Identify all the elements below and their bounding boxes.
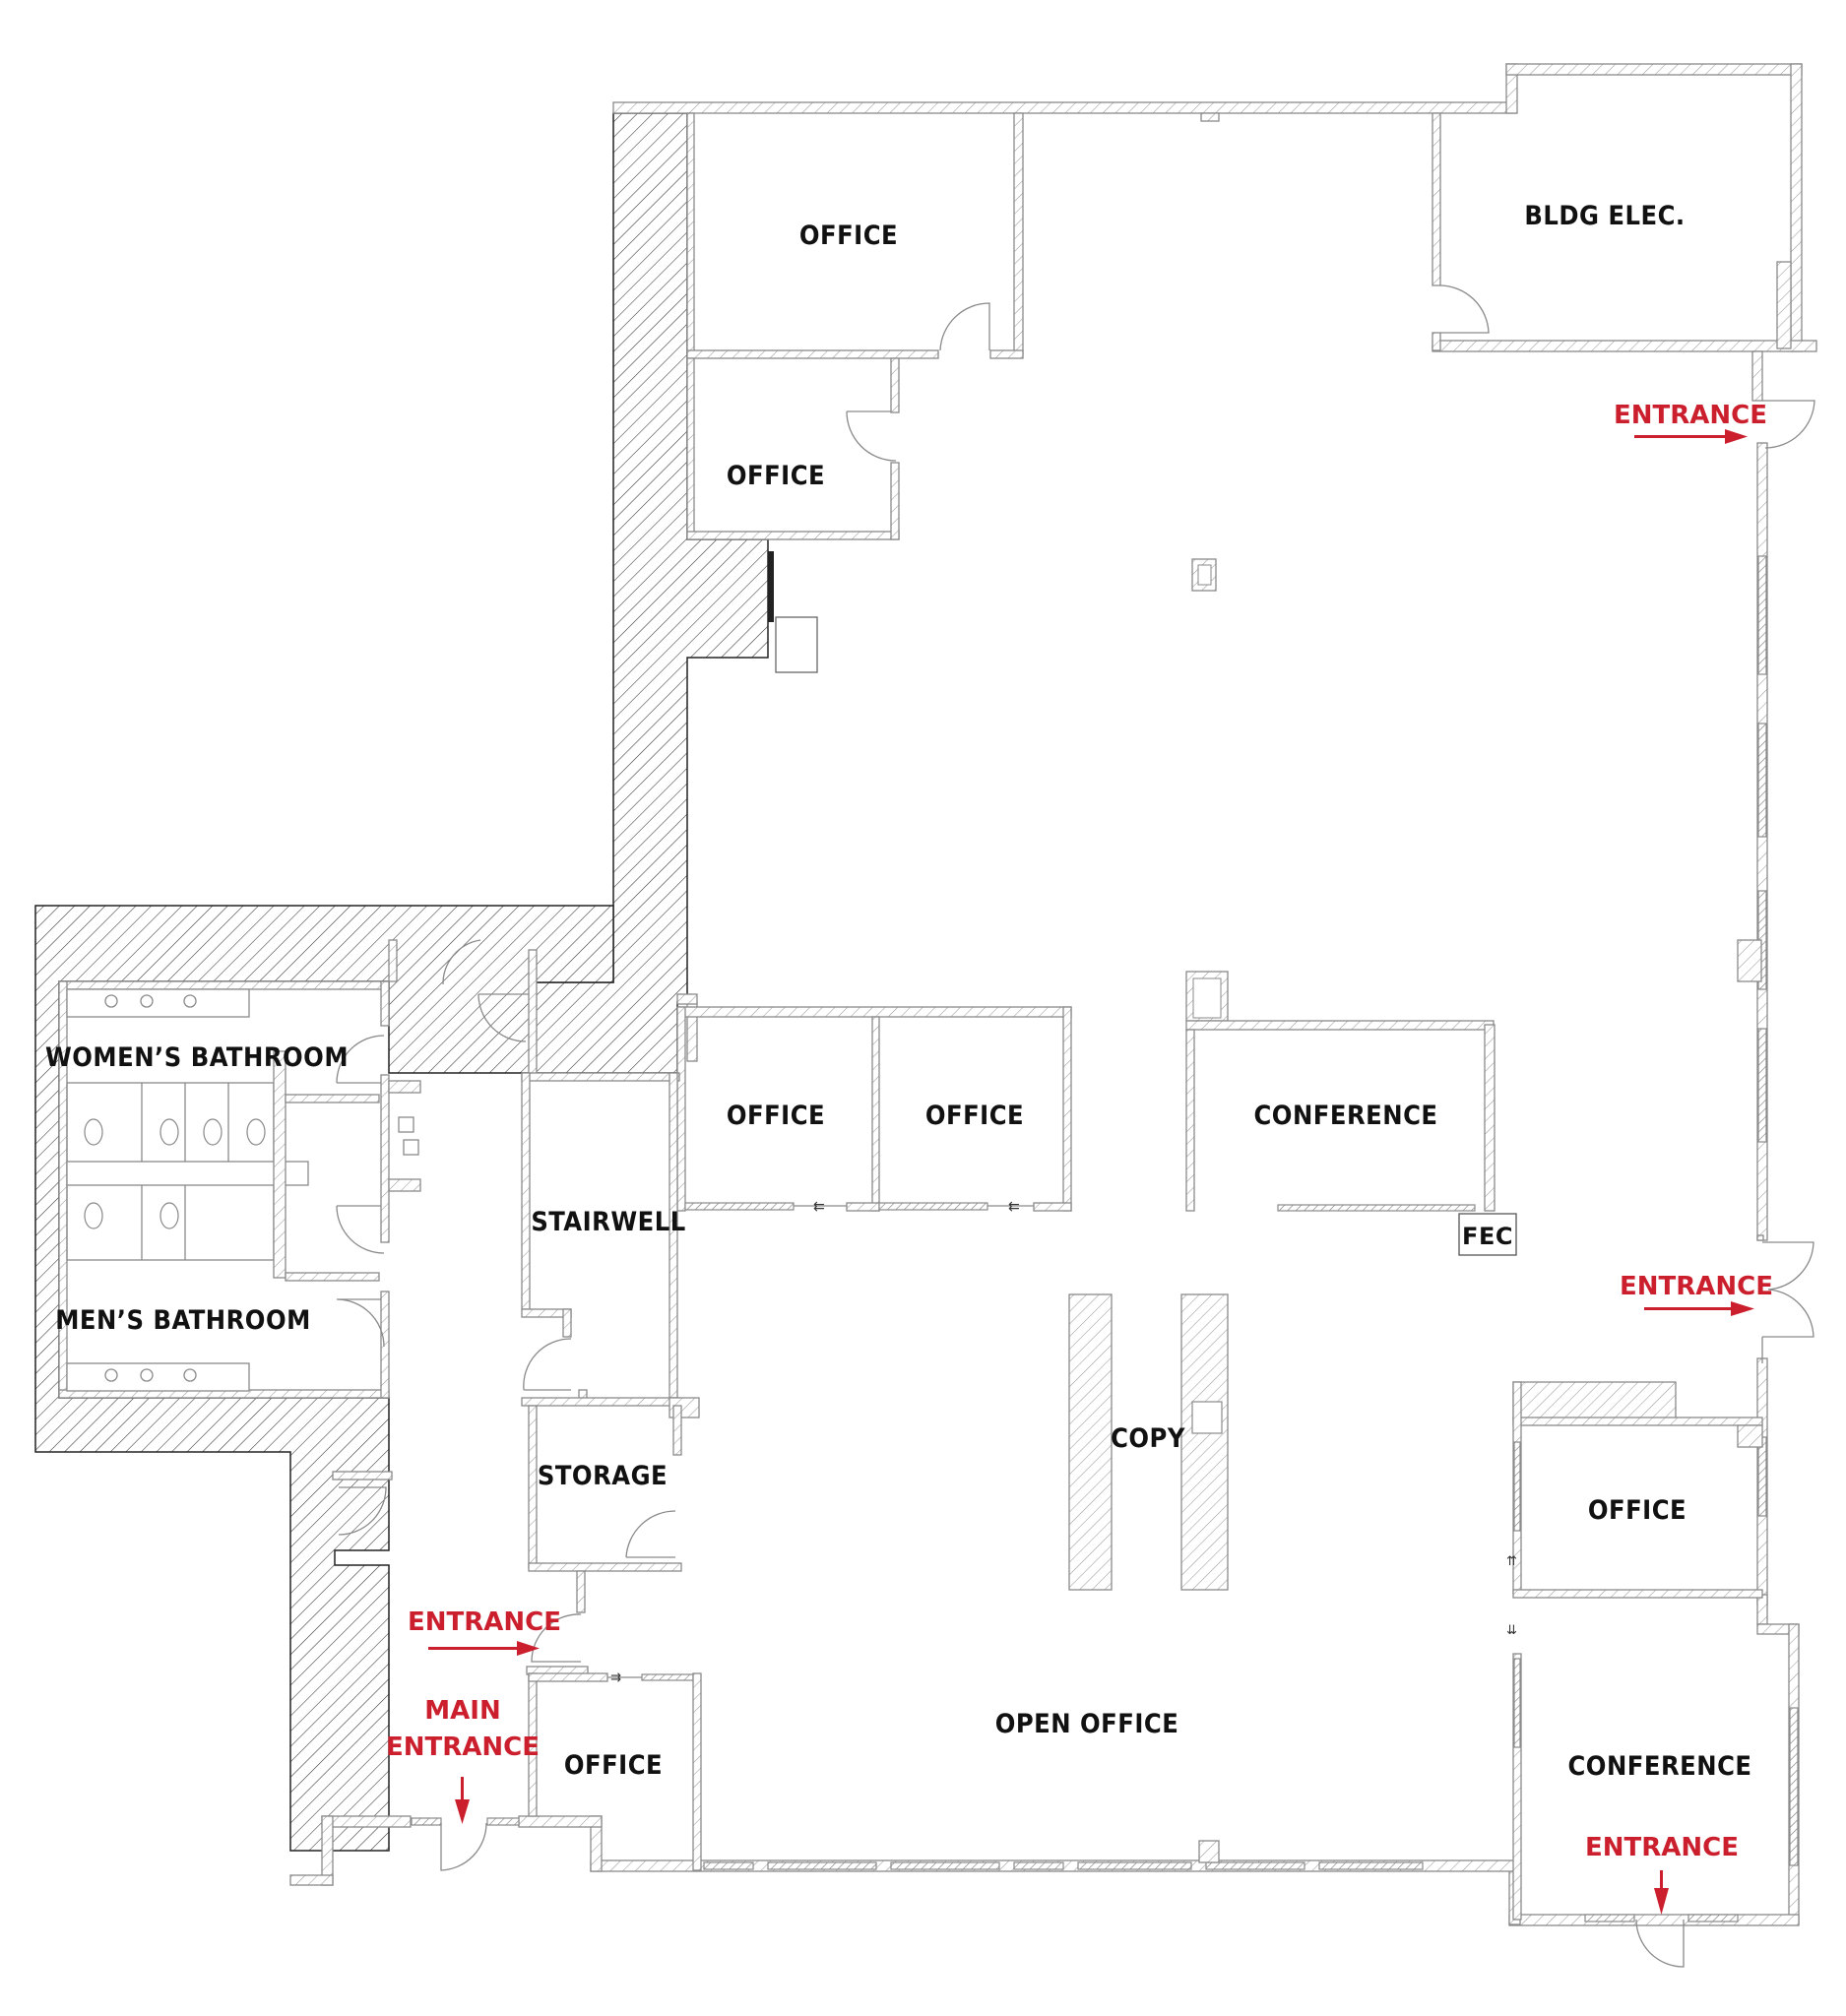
arrow-down-icon	[455, 1799, 470, 1824]
svg-text:⇉: ⇉	[610, 1670, 621, 1685]
panel-box	[768, 551, 774, 622]
stairwell-storage: ⇉	[332, 939, 702, 1871]
bldg-elec-walls	[1432, 112, 1792, 351]
svg-text:ENTRANCE: ENTRANCE	[1614, 401, 1767, 430]
room-label-office-mid-2: OFFICE	[925, 1101, 1024, 1131]
copy-walls	[1068, 1293, 1229, 1591]
svg-text:ENTRANCE: ENTRANCE	[386, 1732, 540, 1762]
exterior-walls	[289, 63, 1817, 1926]
arrow-down-icon	[1654, 1888, 1669, 1915]
room-label-office-right: OFFICE	[1588, 1495, 1687, 1526]
room-label-office-top-2: OFFICE	[727, 461, 825, 491]
office-top-2	[686, 357, 900, 540]
room-label-conference-mid: CONFERENCE	[1253, 1101, 1437, 1131]
svg-text:ENTRANCE: ENTRANCE	[1620, 1272, 1773, 1301]
entrance-markers: ENTRANCE ENTRANCE ENTRANCE MAIN ENTRANCE…	[386, 401, 1773, 1915]
arrow-right-icon	[1725, 429, 1748, 444]
main-entrance-door	[440, 1822, 487, 1871]
entrance-left: ENTRANCE	[408, 1607, 561, 1656]
svg-text:ENTRANCE: ENTRANCE	[1585, 1833, 1739, 1862]
svg-text:⇈: ⇈	[1506, 1554, 1517, 1569]
room-label-stairwell: STAIRWELL	[531, 1207, 685, 1237]
room-label-office-bottom-left: OFFICE	[564, 1750, 663, 1781]
room-label-mens-bathroom: MEN’S BATHROOM	[55, 1305, 311, 1336]
entrance-top-right: ENTRANCE	[1614, 401, 1767, 444]
svg-text:ENTRANCE: ENTRANCE	[408, 1607, 561, 1637]
arrow-right-icon	[517, 1641, 540, 1656]
room-label-office-mid-1: OFFICE	[727, 1101, 825, 1131]
fec-box	[1458, 1213, 1517, 1256]
conference-mid-walls	[1185, 971, 1496, 1212]
right-rooms: ⇈ ⇊	[1506, 1234, 1814, 1968]
arrow-right-icon	[1731, 1301, 1754, 1316]
bathrooms	[58, 980, 421, 1399]
office-top-1	[686, 112, 1024, 359]
room-label-open-office: OPEN OFFICE	[995, 1709, 1179, 1739]
entrance-mid-right: ENTRANCE	[1620, 1272, 1773, 1316]
room-label-conference-right: CONFERENCE	[1567, 1751, 1751, 1782]
equipment-box	[775, 616, 818, 673]
room-label-womens-bathroom: WOMEN’S BATHROOM	[45, 1042, 349, 1073]
svg-text:MAIN: MAIN	[424, 1696, 500, 1726]
svg-text:⇇: ⇇	[813, 1199, 825, 1215]
room-label-bldg-elec: BLDG ELEC.	[1524, 201, 1685, 231]
main-entrance: MAIN ENTRANCE	[386, 1696, 540, 1824]
room-label-office-top-1: OFFICE	[799, 220, 898, 251]
svg-text:⇇: ⇇	[1008, 1199, 1020, 1215]
room-label-copy: COPY	[1111, 1423, 1185, 1454]
svg-text:⇊: ⇊	[1506, 1623, 1517, 1638]
room-labels: OFFICE OFFICE BLDG ELEC. WOMEN’S BATHROO…	[45, 201, 1751, 1782]
room-label-storage: STORAGE	[538, 1461, 668, 1491]
room-label-fec: FEC	[1462, 1223, 1513, 1250]
entrance-bottom-right: ENTRANCE	[1585, 1833, 1739, 1915]
